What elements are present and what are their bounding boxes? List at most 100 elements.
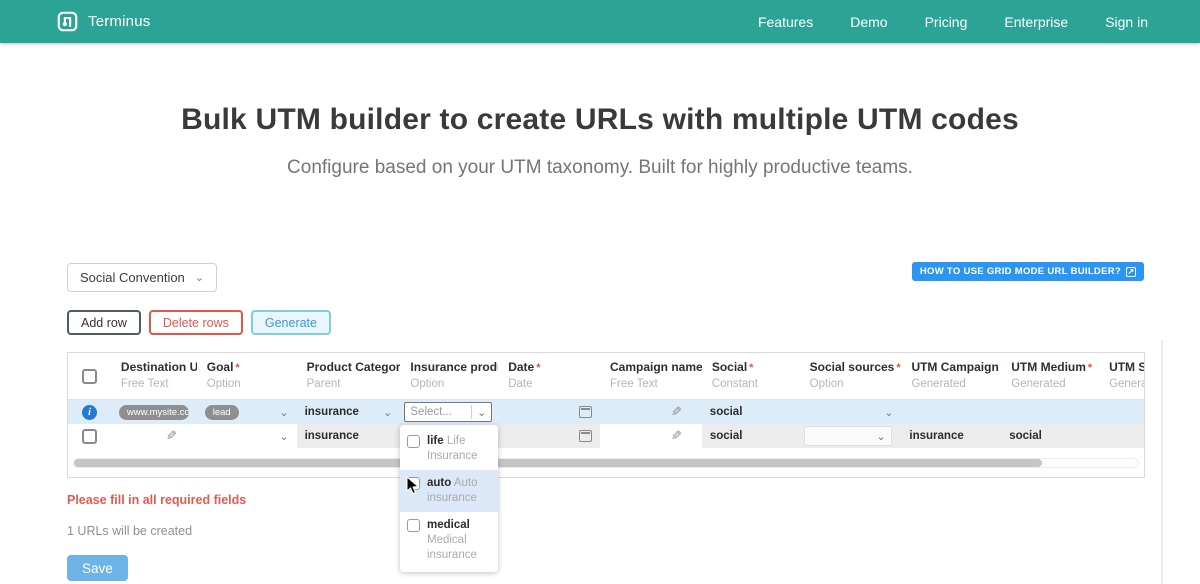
insurance-products-select[interactable]: Select... ⌄: [404, 402, 493, 422]
calendar-icon[interactable]: [579, 430, 592, 442]
col-header-social[interactable]: Social* Constant: [702, 353, 800, 399]
insurance-products-cell[interactable]: Select... ⌄: [400, 400, 498, 424]
campaign-name-cell[interactable]: ✎: [600, 424, 702, 448]
col-type: Free Text: [120, 378, 169, 390]
social-sources-select[interactable]: ⌄: [803, 426, 892, 446]
row-info-cell: i: [68, 400, 111, 424]
save-button[interactable]: Save: [67, 555, 128, 581]
nav-link-enterprise[interactable]: Enterprise: [1004, 13, 1069, 30]
utm-source-cell: [1099, 424, 1144, 448]
col-label: Destination URL: [120, 360, 197, 374]
delete-rows-button[interactable]: Delete rows: [148, 310, 243, 335]
page-scrollbar-track[interactable]: [1161, 340, 1163, 584]
col-label: Product Category: [306, 360, 401, 374]
social-cell: social: [702, 424, 800, 448]
goal-cell[interactable]: lead ⌄: [197, 400, 297, 424]
destination-url-cell[interactable]: www.mysite.com/blog/a: [111, 400, 197, 424]
nav-link-signin[interactable]: Sign in: [1105, 13, 1148, 30]
url-count-message: 1 URLs will be created: [67, 524, 193, 538]
campaign-name-cell[interactable]: ✎: [600, 400, 702, 424]
nav-link-pricing[interactable]: Pricing: [924, 13, 968, 30]
social-sources-cell[interactable]: ⌄: [800, 424, 902, 448]
required-mark: *: [749, 362, 754, 374]
pencil-icon[interactable]: ✎: [165, 428, 177, 443]
col-header-goal[interactable]: Goal* Option: [197, 353, 297, 399]
calendar-icon[interactable]: [578, 406, 592, 418]
col-type: Constant: [711, 378, 758, 390]
utm-medium-cell: [1001, 400, 1099, 424]
brand[interactable]: Terminus: [57, 11, 150, 32]
select-all-checkbox[interactable]: [81, 368, 97, 384]
col-header-product-category[interactable]: Product Category* Parent: [297, 353, 401, 399]
help-button[interactable]: HOW TO USE GRID MODE URL BUILDER? ↗: [911, 262, 1144, 281]
option-checkbox[interactable]: [407, 435, 420, 448]
table-actions: Add row Delete rows Generate: [67, 310, 331, 335]
col-header-utm-source[interactable]: UTM Sou Generated: [1099, 353, 1144, 399]
col-header-destination-url[interactable]: Destination URL* Free Text: [111, 353, 197, 399]
col-label: Goal: [206, 360, 234, 374]
nav-link-demo[interactable]: Demo: [850, 13, 888, 30]
col-header-insurance-products[interactable]: Insurance products Option: [400, 353, 498, 399]
col-label: Social: [711, 360, 748, 374]
col-type: Option: [809, 378, 844, 390]
option-checkbox[interactable]: [407, 518, 420, 532]
option-label: Life Insurance: [427, 435, 478, 462]
chevron-down-icon[interactable]: ⌄: [383, 406, 393, 419]
utm-campaign-cell: insurance: [901, 424, 1001, 448]
insurance-products-dropdown: life Life Insurance auto Auto insurance …: [400, 425, 498, 572]
row-checkbox[interactable]: [81, 428, 97, 444]
nav-link-features[interactable]: Features: [757, 13, 814, 30]
convention-select-label: Social Convention: [80, 270, 185, 285]
add-row-button[interactable]: Add row: [67, 310, 141, 335]
select-placeholder: Select...: [410, 406, 452, 418]
row-select-cell: [68, 424, 111, 448]
select-all-cell: [68, 353, 111, 399]
option-value: medical: [427, 518, 470, 531]
horizontal-scrollbar-track[interactable]: [73, 457, 1139, 468]
dropdown-option-life[interactable]: life Life Insurance: [400, 428, 498, 470]
chevron-down-icon[interactable]: ⌄: [279, 430, 289, 443]
goal-chip[interactable]: lead: [204, 404, 239, 420]
destination-url-chip[interactable]: www.mysite.com/blog/a: [118, 404, 189, 420]
col-header-utm-campaign[interactable]: UTM Campaign* Generated: [901, 353, 1001, 399]
chevron-down-icon[interactable]: ⌄: [471, 405, 486, 419]
destination-url-cell[interactable]: ✎: [110, 424, 197, 448]
terminus-logo-icon: [57, 11, 78, 32]
date-cell[interactable]: [498, 400, 600, 424]
required-mark: *: [1087, 362, 1093, 374]
table-row: i www.mysite.com/blog/a lead ⌄ insurance…: [68, 400, 1144, 424]
help-button-label: HOW TO USE GRID MODE URL BUILDER?: [919, 266, 1121, 277]
chevron-down-icon[interactable]: ⌄: [884, 406, 894, 419]
product-category-cell[interactable]: insurance: [297, 424, 401, 448]
dropdown-option-medical[interactable]: medical Medical insurance: [400, 512, 498, 569]
goal-cell[interactable]: ⌄: [196, 424, 297, 448]
social-value: social: [709, 406, 743, 418]
pencil-icon[interactable]: ✎: [670, 404, 682, 419]
date-cell[interactable]: [498, 424, 600, 448]
social-sources-cell[interactable]: ⌄: [800, 400, 902, 424]
pencil-icon[interactable]: ✎: [670, 428, 682, 443]
col-header-campaign-name[interactable]: Campaign name* Free Text: [600, 353, 702, 399]
nav-links: Features Demo Pricing Enterprise Sign in: [758, 14, 1148, 30]
generate-button[interactable]: Generate: [250, 310, 331, 335]
horizontal-scrollbar-thumb[interactable]: [74, 458, 1043, 467]
option-label: Medical insurance: [427, 533, 477, 561]
social-cell: social: [702, 400, 800, 424]
utm-campaign-value: insurance: [909, 430, 964, 442]
col-label: UTM Medium: [1011, 360, 1086, 374]
chevron-down-icon[interactable]: ⌄: [876, 430, 886, 443]
navbar: Terminus Features Demo Pricing Enterpris…: [0, 0, 1200, 43]
col-label: Campaign name: [610, 360, 702, 374]
table-scroll-area: [68, 448, 1144, 477]
option-label: Auto insurance: [427, 476, 478, 504]
col-header-social-sources[interactable]: Social sources* Option: [800, 353, 902, 399]
brand-name: Terminus: [88, 13, 151, 30]
product-category-cell[interactable]: insurance ⌄: [297, 400, 401, 424]
col-header-utm-medium[interactable]: UTM Medium* Generated: [1001, 353, 1099, 399]
chevron-down-icon[interactable]: ⌄: [279, 406, 289, 419]
col-header-date[interactable]: Date* Date: [498, 353, 600, 399]
convention-select[interactable]: Social Convention ⌄: [67, 263, 218, 292]
info-icon[interactable]: i: [81, 404, 97, 420]
utm-medium-value: social: [1009, 430, 1042, 442]
